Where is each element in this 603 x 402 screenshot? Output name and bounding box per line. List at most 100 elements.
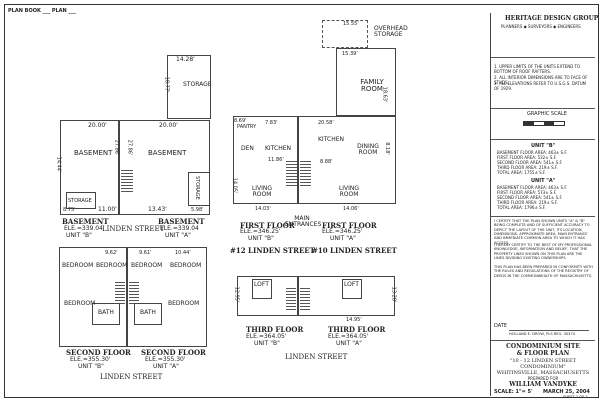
third-a-title: THIRD FLOOR xyxy=(328,325,386,334)
third-b-unit: UNIT "B" xyxy=(254,340,280,347)
title-line-7: WILLIAM VANDYKE xyxy=(509,381,577,388)
dim-left-width: 20.00' xyxy=(88,122,107,129)
second-party-wall xyxy=(126,247,128,347)
dim-family: 15.39' xyxy=(342,51,358,57)
basement-a-unit: UNIT "A" xyxy=(165,232,191,239)
dim-pantry: 8.69' xyxy=(234,118,247,124)
street-12: #12 LINDEN STREET xyxy=(230,246,315,255)
overhead-storage-label: OVERHEAD STORAGE xyxy=(374,25,408,38)
basement-b-elev: ELE.=339.04 xyxy=(64,225,103,232)
third-street: LINDEN STREET xyxy=(285,353,348,361)
second-b-elev: ELE.=355.30' xyxy=(70,356,111,363)
bedroom-1: BEDROOM xyxy=(62,262,94,269)
title-line-6: PREPARED FOR xyxy=(527,376,559,381)
first-stairs-right xyxy=(300,160,311,186)
drawing-sheet xyxy=(4,4,599,398)
bedroom-3: BEDROOM xyxy=(131,262,163,269)
dim-1406: 14.06' xyxy=(343,206,359,212)
dim-storage-side: 18.77' xyxy=(163,76,170,93)
loft-left-box xyxy=(252,279,272,299)
bath-right-room xyxy=(134,303,162,325)
storage-right-room xyxy=(188,172,210,206)
note-3: 3. ALL ELEVATIONS REFER TO U.S.G.S. DATU… xyxy=(494,81,587,91)
kitchen-right-label: KITCHEN xyxy=(318,136,344,143)
second-street: LINDEN STREET xyxy=(100,373,163,381)
unit-b-area-item: THIRD FLOOR AREA: 219± S.F. xyxy=(497,165,558,170)
main-entrances-label: MAIN ENTRANCES xyxy=(285,215,322,228)
third-a-unit: UNIT "A" xyxy=(336,340,362,347)
bath-1: BATH xyxy=(98,309,114,316)
storage-top-label: STORAGE xyxy=(183,81,212,88)
unit-a-area-item: TOTAL AREA: 1796± S.F. xyxy=(497,205,546,210)
dim-1328: 13.28' xyxy=(390,286,397,303)
first-stairs-left xyxy=(286,160,297,186)
dim-top: 15.55' xyxy=(343,21,359,27)
first-b-elev: ELE.=346.25' xyxy=(240,228,281,235)
title-line-3: "10 - 12 LINDEN STREET xyxy=(510,358,576,364)
dim-mid-2: 27.86' xyxy=(126,139,133,156)
dim-783: 7.83' xyxy=(265,120,278,126)
dim-1495: 14.95' xyxy=(346,317,362,323)
first-a-elev: ELE.=346.25' xyxy=(322,228,363,235)
basement-label-left: BASEMENT xyxy=(74,149,113,157)
living-right-label: LIVING ROOM xyxy=(338,185,360,198)
basement-b-unit: UNIT "B" xyxy=(66,232,92,239)
unit-b-area-item: BASEMENT FLOOR AREA: 463± S.F. xyxy=(497,150,568,155)
dining-room-label: DINING ROOM xyxy=(357,143,379,156)
dim-888: 8.88' xyxy=(320,159,333,165)
dim-962: 9.62' xyxy=(105,250,118,256)
third-party-wall xyxy=(297,276,299,316)
first-party-wall xyxy=(297,116,299,204)
title-line-2: & FLOOR PLAN xyxy=(516,350,570,357)
bedroom-4: BEDROOM xyxy=(170,262,202,269)
title-block: HERITAGE DESIGN GROUP PLANNERS ◆ SURVEYO… xyxy=(490,13,599,399)
unit-b-heading: UNIT "B" xyxy=(531,143,556,149)
firm-name: HERITAGE DESIGN GROUP xyxy=(505,15,599,22)
dim-right-small: 5.98' xyxy=(191,207,204,213)
second-a-title: SECOND FLOOR xyxy=(141,348,206,357)
storage-left-room xyxy=(66,192,96,209)
bath-2: BATH xyxy=(140,309,156,316)
second-stairs-right xyxy=(129,280,139,304)
graphic-scale-label: GRAPHIC SCALE xyxy=(527,111,567,117)
dim-1186: 11.86' xyxy=(268,157,284,163)
bedroom-5: BEDROOM xyxy=(64,300,96,307)
first-floor-outline xyxy=(233,116,396,204)
tb-divider-4 xyxy=(491,216,595,217)
first-a-title: FIRST FLOOR xyxy=(322,221,377,230)
dim-961: 9.61' xyxy=(139,250,152,256)
street-10: #10 LINDEN STREET xyxy=(312,246,397,255)
note-2: 2. ALL INTERIOR DIMENSIONS ARE TO FACE O… xyxy=(494,75,588,85)
second-stairs-left xyxy=(115,280,125,304)
sheet-number: SHEET 2 OF 2 xyxy=(563,395,588,399)
family-room-outline xyxy=(336,48,396,116)
tb-divider-1 xyxy=(491,57,595,58)
dim-1044: 10.44' xyxy=(175,250,191,256)
unit-b-area-item: FIRST FLOOR AREA: 532± S.F. xyxy=(497,155,557,160)
loft-left: LOFT xyxy=(254,281,269,288)
storage-left-label: STORAGE xyxy=(68,198,92,204)
unit-b-area-item: SECOND FLOOR AREA: 541± S.F. xyxy=(497,160,563,165)
dim-bottom-left2: 8.75' xyxy=(63,207,76,213)
signature-line xyxy=(509,330,589,331)
bedroom-6: BEDROOM xyxy=(168,300,200,307)
unit-b-area-item: TOTAL AREA: 1755± S.F. xyxy=(497,170,546,175)
bedroom-2: BEDROOM xyxy=(96,262,128,269)
third-stairs-left xyxy=(286,288,296,310)
basement-stairs xyxy=(121,170,133,192)
dim-1403: 14.03' xyxy=(255,206,271,212)
firm-subtitle: PLANNERS ◆ SURVEYORS ◆ ENGINEERS xyxy=(501,24,581,29)
basement-b-title: BASEMENT xyxy=(62,217,109,226)
basement-a-title: BASEMENT xyxy=(158,217,205,226)
plan-book-label: PLAN BOOK ___ PLAN ___ xyxy=(8,8,76,14)
date-label: DATE xyxy=(494,323,508,329)
scale-label: SCALE: 1"= 5' xyxy=(494,389,533,395)
living-left-label: LIVING ROOM xyxy=(251,185,273,198)
storage-right-label: STORAGE xyxy=(194,176,200,200)
party-wall xyxy=(118,120,120,215)
title-line-1: CONDOMINIUM SITE xyxy=(506,343,580,350)
unit-a-heading: UNIT "A" xyxy=(531,178,556,184)
dim-mid-1: 27.86' xyxy=(113,139,120,156)
den-label: DEN xyxy=(241,145,254,152)
basement-outline xyxy=(60,120,210,215)
